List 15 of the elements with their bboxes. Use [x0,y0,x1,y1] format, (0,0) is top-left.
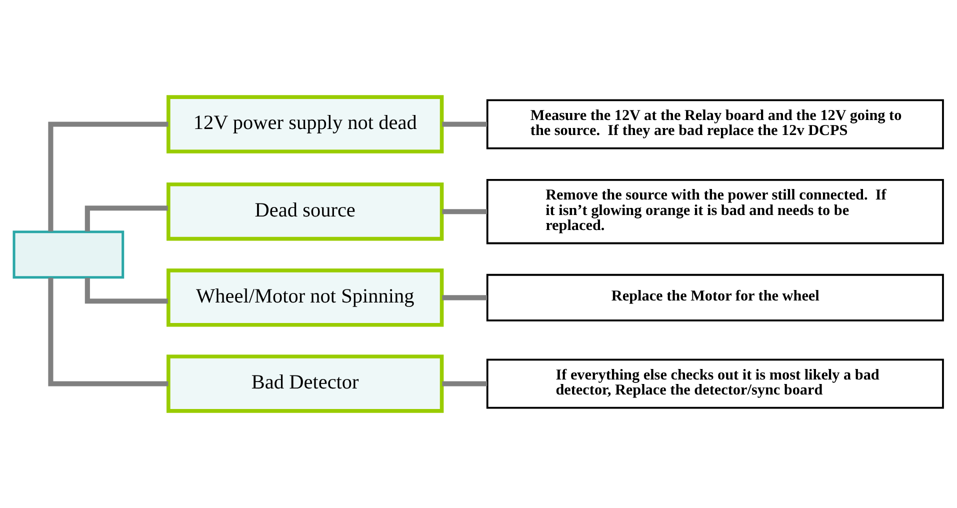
node-box [12,230,124,279]
node-box: Measure the 12V at the Relay board and the 12V going to the source. If they are bad replace the 12v DCPS [486,99,944,150]
node-box: Bad Detector [166,354,444,413]
node-box: 12V power supply not dead [166,95,444,154]
connector [442,295,488,300]
node-box: Remove the source with the power still connected. If it isn’t glowing orange it is bad and needs to be replaced. [486,179,944,244]
node-box: Wheel/Motor not Spinning [166,268,444,327]
connector [442,381,488,386]
connector [48,122,168,232]
node-box: If everything else checks out it is most likely a bad detector, Replace the detector/sync board [486,358,944,409]
node-box: Replace the Motor for the wheel [486,274,944,322]
node-box: Dead source [166,182,444,241]
connector [442,122,488,127]
connector [48,278,168,386]
connector [442,209,488,214]
